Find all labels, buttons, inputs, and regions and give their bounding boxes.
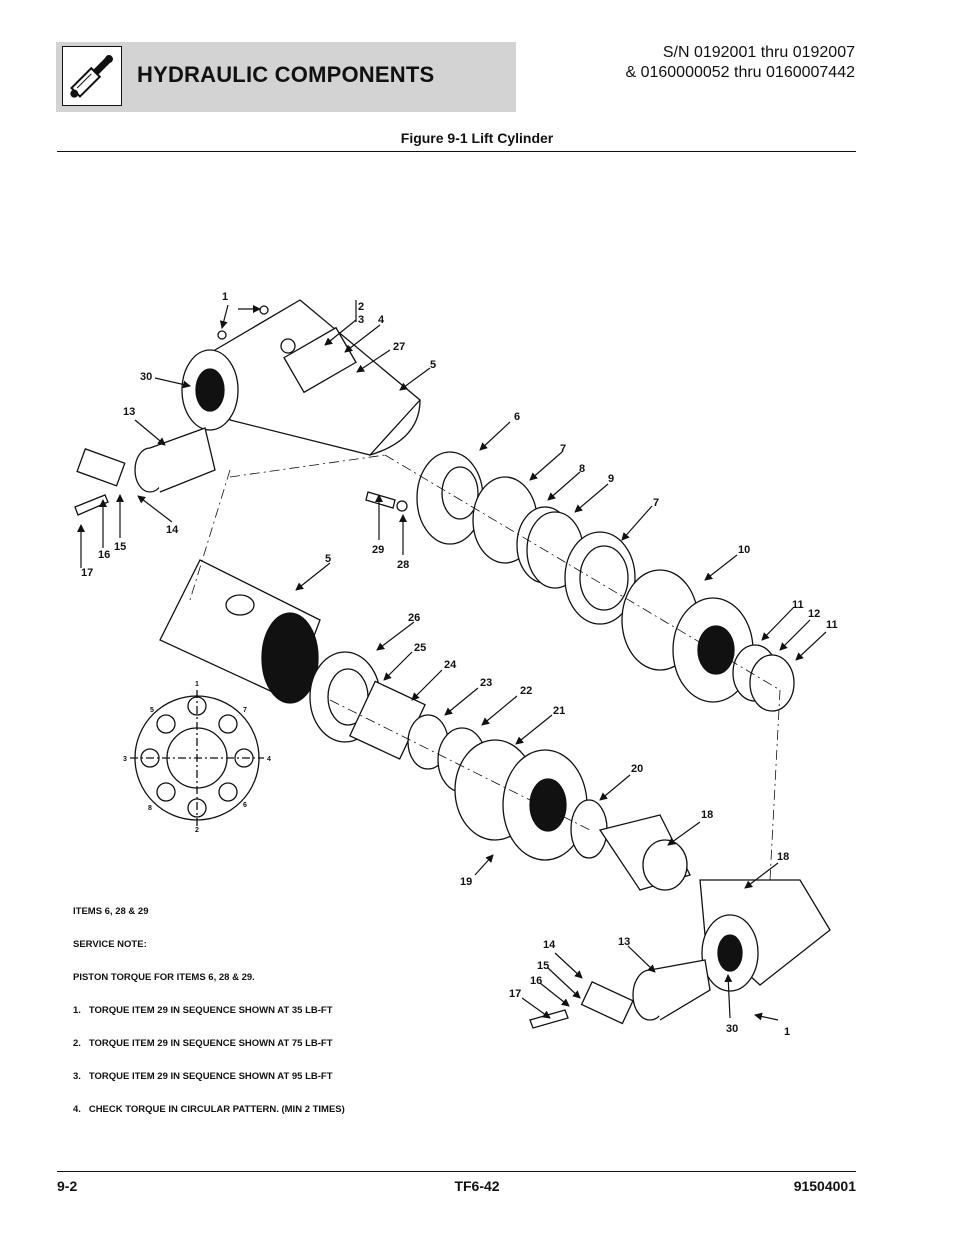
callout-20: 20 [631, 763, 643, 775]
callout-13a: 13 [123, 406, 135, 418]
bolt-seq-6: 6 [243, 802, 247, 809]
callout-5b: 5 [325, 553, 331, 565]
footer-rule [57, 1171, 856, 1172]
hydraulic-cylinder-icon [62, 46, 122, 106]
notes-line-5: 2. TORQUE ITEM 29 IN SEQUENCE SHOWN AT 7… [73, 1038, 333, 1049]
serial-line-1: S/N 0192001 thru 0192007 [662, 44, 855, 61]
callout-30a: 30 [140, 371, 152, 383]
callout-labels: 1 2 3 4 27 5 30 13 6 7 8 9 7 14 15 16 17… [81, 291, 838, 1038]
bolt-seq-7: 7 [243, 707, 247, 714]
callout-16b: 16 [530, 975, 542, 987]
notes-line-7: 4. CHECK TORQUE IN CIRCULAR PATTERN. (MI… [73, 1104, 345, 1115]
callout-19: 19 [460, 876, 472, 888]
bolt-seq-5: 5 [150, 707, 154, 714]
notes-line-1: ITEMS 6, 28 & 29 [73, 906, 149, 917]
callout-5a: 5 [430, 359, 436, 371]
callout-15a: 15 [114, 541, 126, 553]
bolt-seq-4: 4 [267, 756, 271, 763]
callout-14b: 14 [543, 939, 556, 951]
notes-line-2: SERVICE NOTE: [73, 939, 147, 950]
callout-12: 12 [808, 608, 820, 620]
callout-3: 3 [358, 314, 364, 326]
callout-1a: 1 [222, 291, 228, 303]
callout-23: 23 [480, 677, 492, 689]
callout-9: 9 [608, 473, 614, 485]
serial-line-2: & 0160000052 thru 0160007442 [625, 64, 855, 81]
page-title: HYDRAULIC COMPONENTS [137, 62, 435, 87]
page-number: 9-2 [57, 1178, 78, 1194]
callout-22: 22 [520, 685, 532, 697]
callout-7b: 7 [653, 497, 659, 509]
callout-13b: 13 [618, 936, 630, 948]
callout-25: 25 [414, 642, 426, 654]
callout-17a: 17 [81, 567, 93, 579]
callout-26: 26 [408, 612, 420, 624]
callout-14a: 14 [166, 524, 179, 536]
callout-7a: 7 [560, 443, 566, 455]
header-rule [57, 151, 856, 152]
callout-18b: 18 [777, 851, 789, 863]
notes-line-3: PISTON TORQUE FOR ITEMS 6, 28 & 29. [73, 972, 255, 983]
bolt-seq-2: 2 [195, 827, 199, 834]
callout-16a: 16 [98, 549, 110, 561]
callout-10: 10 [738, 544, 750, 556]
callout-11b: 11 [826, 619, 838, 631]
callout-29: 29 [372, 544, 384, 556]
callout-6: 6 [514, 411, 520, 423]
callout-28: 28 [397, 559, 409, 571]
callout-24: 24 [444, 659, 457, 671]
callout-8: 8 [579, 463, 585, 475]
callout-30b: 30 [726, 1023, 738, 1035]
bolt-pattern-labels: 1 2 3 4 5 6 7 8 [123, 681, 271, 834]
bolt-seq-1: 1 [195, 681, 199, 688]
callout-2: 2 [358, 301, 364, 313]
header-banner [56, 42, 516, 112]
callout-27: 27 [393, 341, 405, 353]
callout-15b: 15 [537, 960, 549, 972]
callout-4: 4 [378, 314, 385, 326]
service-notes: ITEMS 6, 28 & 29 SERVICE NOTE: PISTON TO… [73, 884, 345, 1126]
callout-18a: 18 [701, 809, 713, 821]
figure-title: Figure 9-1 Lift Cylinder [400, 130, 554, 146]
callout-11a: 11 [792, 599, 804, 611]
notes-line-6: 3. TORQUE ITEM 29 IN SEQUENCE SHOWN AT 9… [73, 1071, 333, 1082]
callout-21: 21 [553, 705, 565, 717]
serial-range: S/N 0192001 thru 0192007 & 0160000052 th… [625, 43, 855, 83]
model-number: TF6-42 [454, 1178, 500, 1194]
notes-line-4: 1. TORQUE ITEM 29 IN SEQUENCE SHOWN AT 3… [73, 1005, 333, 1016]
callout-1b: 1 [784, 1026, 790, 1038]
callout-17b: 17 [509, 988, 521, 1000]
bolt-seq-3: 3 [123, 756, 127, 763]
document-number: 91504001 [793, 1178, 856, 1194]
bolt-seq-8: 8 [148, 805, 152, 812]
